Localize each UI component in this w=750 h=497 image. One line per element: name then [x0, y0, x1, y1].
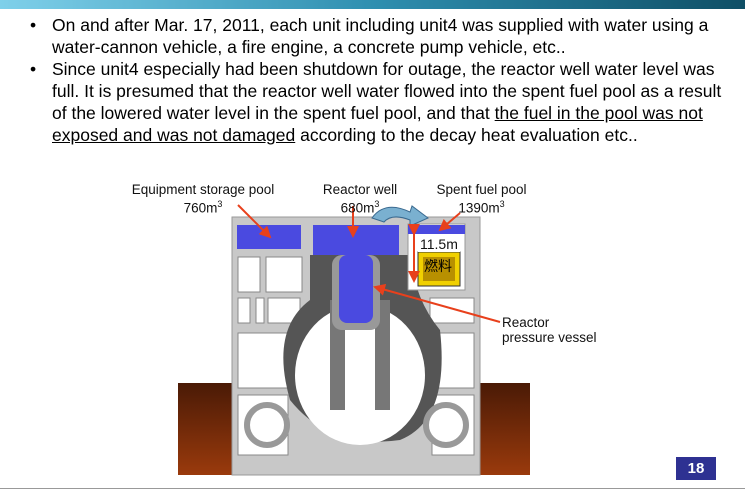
reactor-well-water: [313, 225, 399, 255]
header-bar: [0, 0, 745, 9]
rpv-water: [339, 255, 373, 323]
underlined-text: the fuel in the pool was not exposed and…: [52, 103, 703, 145]
label-text: Equipment storage pool: [131, 182, 275, 197]
volume-value: 1390m: [458, 200, 500, 216]
volume-text: 680m3: [310, 197, 410, 216]
rpv-label: Reactor pressure vessel: [502, 315, 597, 345]
bullet-text: according to the decay heat evaluation e…: [295, 125, 638, 145]
unit-sup: 3: [217, 199, 223, 209]
depth-label: 11.5m: [418, 236, 460, 252]
volume-value: 760m: [183, 200, 218, 216]
volume-text: 1390m3: [424, 197, 539, 216]
torus-left: [244, 402, 290, 448]
bullet-item: On and after Mar. 17, 2011, each unit in…: [28, 14, 728, 58]
label-text: Spent fuel pool: [436, 182, 527, 197]
unit-sup: 3: [499, 199, 505, 209]
equipment-pool-label: Equipment storage pool 760m3: [118, 182, 288, 216]
fuel-label: 燃料: [424, 258, 452, 274]
label-text: Reactor well: [322, 182, 398, 197]
spent-fuel-pool-label: Spent fuel pool 1390m3: [424, 182, 539, 216]
page-number: 18: [676, 457, 716, 480]
reactor-well-label: Reactor well 680m3: [310, 182, 410, 216]
overflow-arrow: [371, 205, 429, 227]
bullet-list: On and after Mar. 17, 2011, each unit in…: [28, 14, 728, 146]
label-text: Reactor: [502, 315, 550, 330]
label-text: pressure vessel: [502, 330, 597, 345]
footer-line: [0, 488, 745, 489]
bullet-text: Since unit4 especially had been shutdown…: [52, 59, 722, 123]
bullet-text: On and after Mar. 17, 2011, each unit in…: [52, 15, 709, 57]
unit-sup: 3: [374, 199, 380, 209]
torus-right: [423, 402, 469, 448]
volume-value: 680m: [340, 200, 375, 216]
ground-left: [178, 383, 234, 475]
bullet-item: Since unit4 especially had been shutdown…: [28, 58, 728, 146]
spent-fuel-pool-water: [408, 225, 465, 234]
volume-text: 760m3: [118, 197, 288, 216]
ground-right: [478, 383, 530, 475]
